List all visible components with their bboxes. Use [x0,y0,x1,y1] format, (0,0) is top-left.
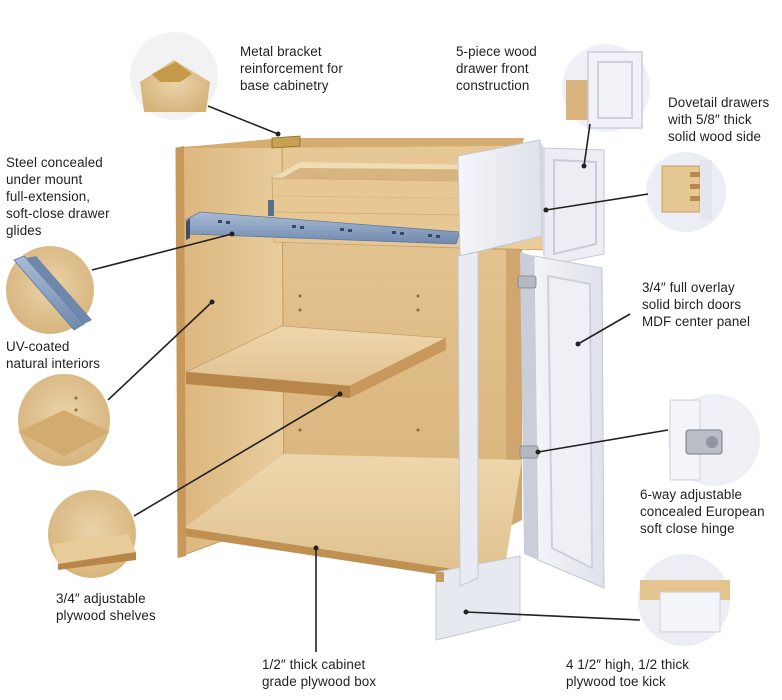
callout-line: glides [6,223,42,238]
detail-glide-circle [6,246,94,334]
callout-line: concealed European [640,504,765,519]
callout-line: UV-coated [6,339,70,354]
leader-doors [577,313,631,345]
leader-toe-kick [465,611,641,621]
drawer-front [457,139,605,267]
callout-line: 4 1/2″ high, 1/2 thick [566,657,690,672]
cabinet-door [457,251,605,589]
detail-shelf-circle [48,490,136,578]
callout-line: 5-piece wood [456,44,537,59]
callout-line: grade plywood box [262,674,377,689]
callout-box: 1/2″ thick cabinet grade plywood box [262,656,376,690]
hinge-bottom [519,445,539,459]
hinge-top [517,275,537,289]
leader-drawer-front [583,123,591,167]
callout-line: plywood shelves [56,608,156,623]
leader-dovetail [545,193,649,211]
detail-drawer-front-circle [562,44,650,132]
drawer-glide [185,200,461,245]
callout-line: 3/4″ full overlay [642,280,735,295]
cabinet-bottom-panel [184,454,522,570]
callout-doors: 3/4″ full overlay solid birch doors MDF … [642,279,750,330]
callout-line: Dovetail drawers [668,95,770,110]
callout-toe-kick: 4 1/2″ high, 1/2 thick plywood toe kick [566,656,689,690]
callout-line: Metal bracket [240,44,322,59]
callout-line: 6-way adjustable [640,487,743,502]
metal-bracket [271,135,301,149]
detail-bracket-circle [130,32,218,120]
callout-line: base cabinetry [240,78,329,93]
leader-hinge [537,429,669,453]
callout-line: Steel concealed [6,155,103,170]
leader-lines [91,105,669,652]
callout-dovetail: Dovetail drawers with 5/8″ thick solid w… [668,94,769,145]
callout-line: solid wood side [668,129,762,144]
callout-line: reinforcement for [240,61,343,76]
callout-glides: Steel concealed under mount full-extensi… [6,154,110,239]
callout-line: MDF center panel [642,314,751,329]
callout-bracket: Metal bracket reinforcement for base cab… [240,43,343,94]
callout-drawer-front: 5-piece wood drawer front construction [456,43,537,94]
callout-line: with 5/8″ thick [668,112,752,127]
callout-line: full-extension, [6,189,91,204]
callout-line: natural interiors [6,356,100,371]
callout-line: drawer front [456,61,529,76]
detail-toe-kick-circle [638,554,730,646]
detail-dovetail-circle [646,152,726,232]
callout-line: soft close hinge [640,521,735,536]
callout-interiors: UV-coated natural interiors [6,338,100,372]
callout-line: under mount [6,172,83,187]
callout-line: 3/4″ adjustable [56,591,146,606]
detail-interior-circle [18,374,110,466]
adjustable-shelf [184,325,448,398]
leader-interiors [107,301,213,401]
callout-shelves: 3/4″ adjustable plywood shelves [56,590,156,624]
leader-shelves [133,393,341,517]
leader-bracket [207,105,279,135]
callout-line: plywood toe kick [566,674,666,689]
callout-line: soft-close drawer [6,206,110,221]
callout-line: construction [456,78,530,93]
callout-hinge: 6-way adjustable concealed European soft… [640,486,765,537]
toe-kick [435,555,521,641]
callout-line: 1/2″ thick cabinet [262,657,366,672]
detail-hinge-circle [668,394,760,486]
leader-glides [91,233,233,271]
callout-line: solid birch doors [642,297,742,312]
